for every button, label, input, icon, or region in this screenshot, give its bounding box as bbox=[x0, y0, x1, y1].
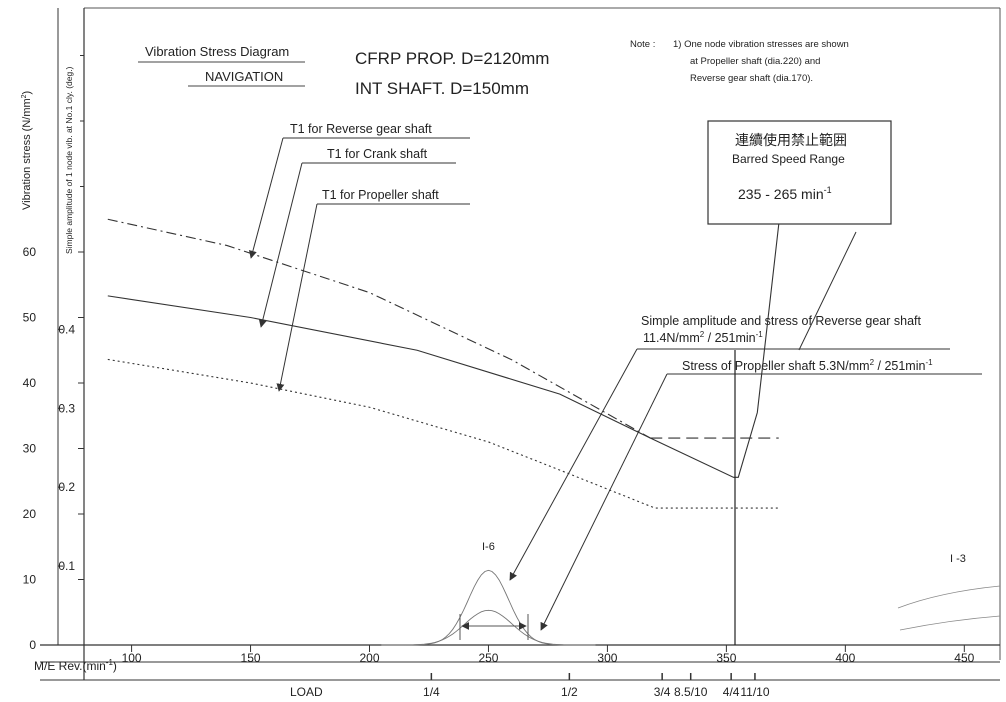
note-line-1: 1) One node vibration stresses are shown bbox=[673, 39, 849, 50]
stress-tick-label: 20 bbox=[23, 507, 37, 521]
amp-tick-label: 0.1 bbox=[58, 559, 75, 573]
x-axis-label: M/E Rev.(min-1) bbox=[34, 658, 117, 673]
label-simple-amplitude: Simple amplitude and stress of Reverse g… bbox=[641, 314, 922, 328]
amp-axis-ticks: 0.1 0.2 0.3 0.4 bbox=[58, 322, 75, 573]
note-line-3: Reverse gear shaft (dia.170). bbox=[690, 73, 813, 84]
leader-barred-range bbox=[798, 231, 857, 351]
load-axis-label: LOAD bbox=[290, 685, 323, 699]
i3-curve-lower bbox=[899, 615, 1001, 631]
barred-range-value: 235 - 265 min-1 bbox=[738, 185, 832, 202]
series-layer bbox=[107, 218, 780, 509]
leader-t1-reverse bbox=[248, 137, 284, 259]
resonance-peak-curve bbox=[381, 609, 596, 646]
diagram-title: Vibration Stress Diagram bbox=[145, 44, 289, 59]
barred-range-box bbox=[707, 120, 892, 225]
stress-tick-label: 0 bbox=[29, 638, 36, 652]
resonance-peaks bbox=[381, 569, 596, 646]
diagram-subtitle: NAVIGATION bbox=[205, 69, 283, 84]
series-line-dashdot bbox=[107, 218, 651, 439]
stress-tick-label: 40 bbox=[23, 376, 37, 390]
shaft-spec: INT SHAFT. D=150mm bbox=[355, 79, 529, 98]
load-tick-label: 3/4 bbox=[654, 685, 671, 699]
x-tick-label: 350 bbox=[716, 651, 736, 665]
load-tick-label: 8.5/10 bbox=[674, 685, 708, 699]
leader-simple-amplitude bbox=[509, 348, 638, 581]
stress-axis-ticks: 0 10 20 30 40 50 60 bbox=[23, 55, 84, 652]
amp-tick-label: 0.2 bbox=[58, 480, 75, 494]
note-prefix: Note : bbox=[630, 39, 655, 50]
x-tick-label: 400 bbox=[835, 651, 855, 665]
x-tick-label: 200 bbox=[359, 651, 379, 665]
resonance-peak-curve bbox=[381, 569, 596, 646]
prop-spec: CFRP PROP. D=2120mm bbox=[355, 49, 549, 68]
load-tick-label: 4/4 bbox=[723, 685, 740, 699]
stress-tick-label: 10 bbox=[23, 573, 37, 587]
label-simple-amplitude-value: 11.4N/mm2 / 251min-1 bbox=[643, 330, 763, 345]
x-tick-label: 100 bbox=[122, 651, 142, 665]
x-tick-label: 300 bbox=[597, 651, 617, 665]
note-line-2: at Propeller shaft (dia.220) and bbox=[690, 56, 820, 67]
x-tick-label: 150 bbox=[241, 651, 261, 665]
leader-t1-crank bbox=[258, 162, 303, 328]
barred-range-jp: 連續使用禁止範囲 bbox=[735, 132, 847, 148]
x-tick-label: 450 bbox=[954, 651, 974, 665]
label-stress-propeller: Stress of Propeller shaft 5.3N/mm2 / 251… bbox=[682, 358, 933, 373]
stress-axis-label: Vibration stress (N/mm2) bbox=[21, 91, 33, 210]
x-tick-label: 250 bbox=[478, 651, 498, 665]
load-tick-label: 1/2 bbox=[561, 685, 578, 699]
label-t1-propeller: T1 for Propeller shaft bbox=[322, 188, 439, 202]
barred-range-label: Barred Speed Range bbox=[732, 152, 845, 166]
series-line-solid bbox=[107, 224, 780, 478]
load-tick-label: 11/10 bbox=[740, 685, 769, 699]
amp-axis-label: Simple amplitude of 1 node vib. at No.1 … bbox=[64, 66, 74, 254]
series-line-dotted bbox=[107, 358, 779, 509]
x-axis-ticks: 100 150 200 250 300 350 400 450 bbox=[122, 645, 975, 665]
label-i3: I -3 bbox=[950, 553, 966, 565]
load-tick-label: 1/4 bbox=[423, 685, 440, 699]
amp-tick-label: 0.4 bbox=[58, 322, 75, 336]
leader-t1-propeller bbox=[276, 203, 318, 392]
amp-tick-label: 0.3 bbox=[58, 401, 75, 415]
i3-curve-upper bbox=[897, 585, 1001, 609]
stress-tick-label: 60 bbox=[23, 245, 37, 259]
label-t1-reverse: T1 for Reverse gear shaft bbox=[290, 122, 432, 136]
label-i6: I-6 bbox=[482, 541, 495, 553]
leader-stress-propeller bbox=[540, 373, 668, 631]
stress-tick-label: 50 bbox=[23, 311, 37, 325]
label-t1-crank: T1 for Crank shaft bbox=[327, 147, 428, 161]
stress-tick-label: 30 bbox=[23, 442, 37, 456]
